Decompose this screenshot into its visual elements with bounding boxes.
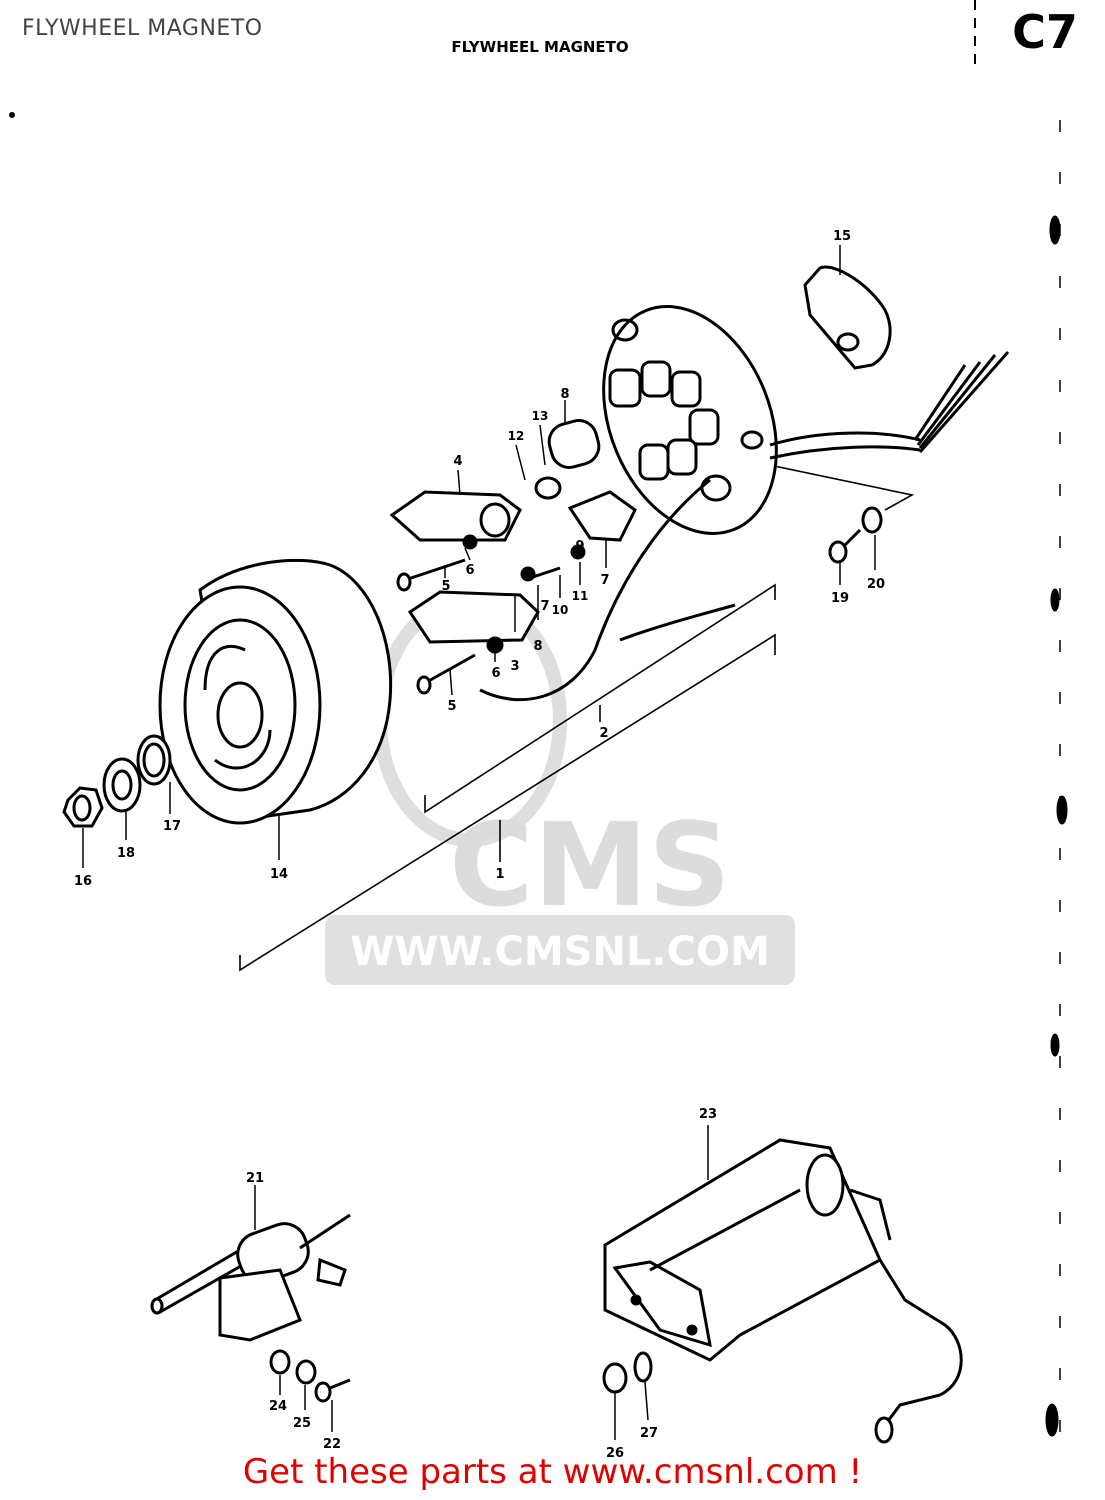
callout-8-lower: 8 <box>533 639 542 654</box>
callout-3: 3 <box>510 659 519 674</box>
callout-1: 1 <box>495 867 504 882</box>
page-title: FLYWHEEL MAGNETO <box>22 16 263 41</box>
callout-10: 10 <box>552 603 569 617</box>
parts-shop-link[interactable]: Get these parts at www.cmsnl.com ! <box>242 1452 863 1492</box>
callout-leaders <box>82 245 876 1440</box>
callout-13: 13 <box>532 409 549 423</box>
callout-17: 17 <box>163 819 181 834</box>
wire-harness <box>479 351 1010 702</box>
coil-fasteners <box>269 1349 351 1403</box>
callout-21: 21 <box>246 1171 264 1186</box>
binding-marks <box>9 0 1068 1450</box>
flywheel-rotor <box>158 558 393 825</box>
callout-14: 14 <box>270 867 288 882</box>
watermark-url: WWW.CMSNL.COM <box>350 929 770 975</box>
ignition-coil <box>150 1213 351 1342</box>
callout-15: 15 <box>833 229 851 244</box>
callout-11: 11 <box>572 589 589 603</box>
callout-2: 2 <box>599 726 608 741</box>
callout-9: 9 <box>575 539 584 554</box>
rectifier-unit <box>603 1138 963 1444</box>
callout-20: 20 <box>867 577 885 592</box>
callout-12: 12 <box>508 429 525 443</box>
breaker-parts <box>389 419 637 654</box>
callout-labels: 1 2 3 4 5 5 6 6 7 7 8 8 9 10 11 12 13 14… <box>74 229 885 1461</box>
callout-24: 24 <box>269 1399 287 1414</box>
callout-22: 22 <box>323 1437 341 1452</box>
screws <box>396 506 883 695</box>
callout-18: 18 <box>117 846 135 861</box>
watermark: CMS WWW.CMSNL.COM <box>325 593 795 985</box>
callout-7-mid: 7 <box>540 599 549 614</box>
callout-19: 19 <box>831 591 849 606</box>
callout-8-upper: 8 <box>560 387 569 402</box>
nut-and-washers <box>62 734 172 828</box>
callout-6-lower: 6 <box>491 666 500 681</box>
callout-16: 16 <box>74 874 92 889</box>
callout-4: 4 <box>453 454 462 469</box>
callout-25: 25 <box>293 1416 311 1431</box>
watermark-logo: CMS <box>449 799 731 933</box>
callout-5-upper: 5 <box>441 579 450 594</box>
rectifier-fasteners <box>602 1351 653 1394</box>
callout-26: 26 <box>606 1446 624 1461</box>
grommet <box>803 265 892 370</box>
callout-5-lower: 5 <box>447 699 456 714</box>
diagram-heading: FLYWHEEL MAGNETO <box>451 38 628 56</box>
callout-27: 27 <box>640 1426 658 1441</box>
callout-23: 23 <box>699 1107 717 1122</box>
section-code: C7 <box>1012 5 1078 59</box>
callout-6-upper: 6 <box>465 563 474 578</box>
assembly-brackets <box>239 462 915 972</box>
callout-7-right: 7 <box>600 573 609 588</box>
